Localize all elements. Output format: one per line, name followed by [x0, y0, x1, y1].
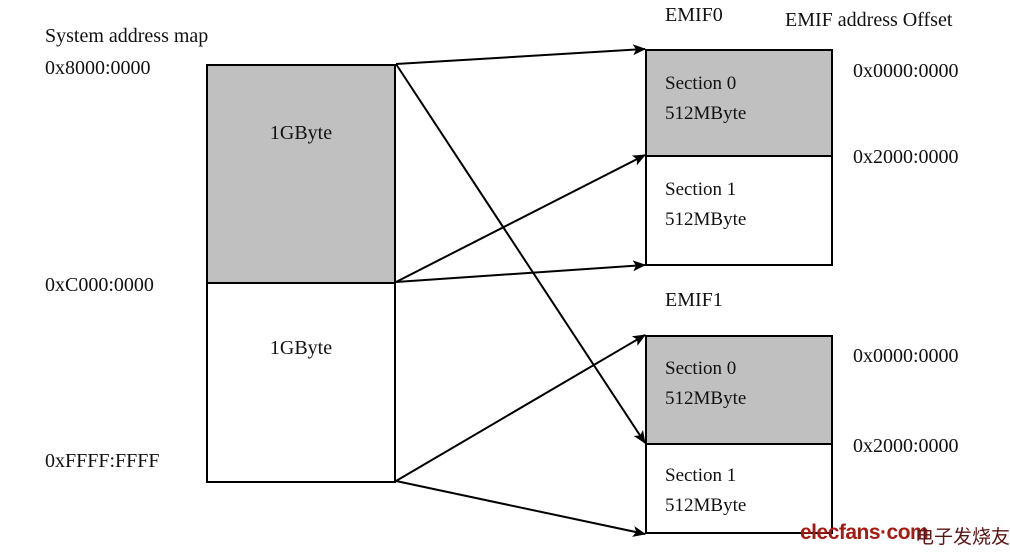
system-region-0: 1GByte — [208, 66, 394, 284]
arrow-systop-to-emif0-sec0 — [395, 44, 646, 65]
system-address-map-block: 1GByte 1GByte — [206, 64, 396, 483]
system-region-1: 1GByte — [208, 284, 394, 481]
emif0-section-0-offset: 0x0000:0000 — [853, 60, 959, 82]
emif0-section-1: Section 1 512MByte — [647, 157, 831, 264]
emif0-section-1-size: 512MByte — [665, 209, 747, 230]
watermark-site: elecfans·com — [800, 521, 929, 544]
emif0-block: Section 0 512MByte Section 1 512MByte — [645, 49, 833, 266]
system-region-1-size: 1GByte — [269, 337, 333, 359]
emif0-section-1-name: Section 1 — [665, 179, 737, 200]
system-address-map-title: System address map — [45, 25, 209, 47]
emif0-section-0-name: Section 0 — [665, 73, 737, 94]
emif1-section-0-size: 512MByte — [665, 388, 747, 409]
emif1-section-1-size: 512MByte — [665, 495, 747, 516]
system-address-mid: 0xC000:0000 — [45, 274, 154, 296]
emif1-section-1: Section 1 512MByte — [647, 445, 831, 532]
emif1-block: Section 0 512MByte Section 1 512MByte — [645, 335, 833, 534]
arrow-sysmid-to-emif0-sec1 — [395, 154, 646, 283]
arrow-sysbottom-to-emif1-sec0 — [395, 334, 646, 482]
arrow-sysmid-to-emif0-bottom — [395, 260, 646, 283]
emif1-section-0-name: Section 0 — [665, 358, 737, 379]
emif0-title: EMIF0 — [665, 4, 723, 26]
emif0-section-0: Section 0 512MByte — [647, 51, 831, 157]
emif1-section-1-offset: 0x2000:0000 — [853, 435, 959, 457]
system-address-end: 0xFFFF:FFFF — [45, 450, 160, 472]
watermark-chinese: 电子发烧友 — [915, 526, 1010, 548]
arrow-sysbottom-to-emif1-bottom — [395, 480, 646, 537]
emif1-section-1-name: Section 1 — [665, 465, 737, 486]
emif1-section-0: Section 0 512MByte — [647, 337, 831, 445]
emif0-section-0-size: 512MByte — [665, 103, 747, 124]
system-region-0-size: 1GByte — [269, 122, 333, 144]
system-address-start: 0x8000:0000 — [45, 57, 151, 79]
emif1-title: EMIF1 — [665, 289, 723, 311]
emif1-section-0-offset: 0x0000:0000 — [853, 345, 959, 367]
emif-address-offset-title: EMIF address Offset — [785, 9, 953, 31]
emif0-section-1-offset: 0x2000:0000 — [853, 146, 959, 168]
arrow-systop-to-emif1-sec1 — [395, 63, 646, 444]
